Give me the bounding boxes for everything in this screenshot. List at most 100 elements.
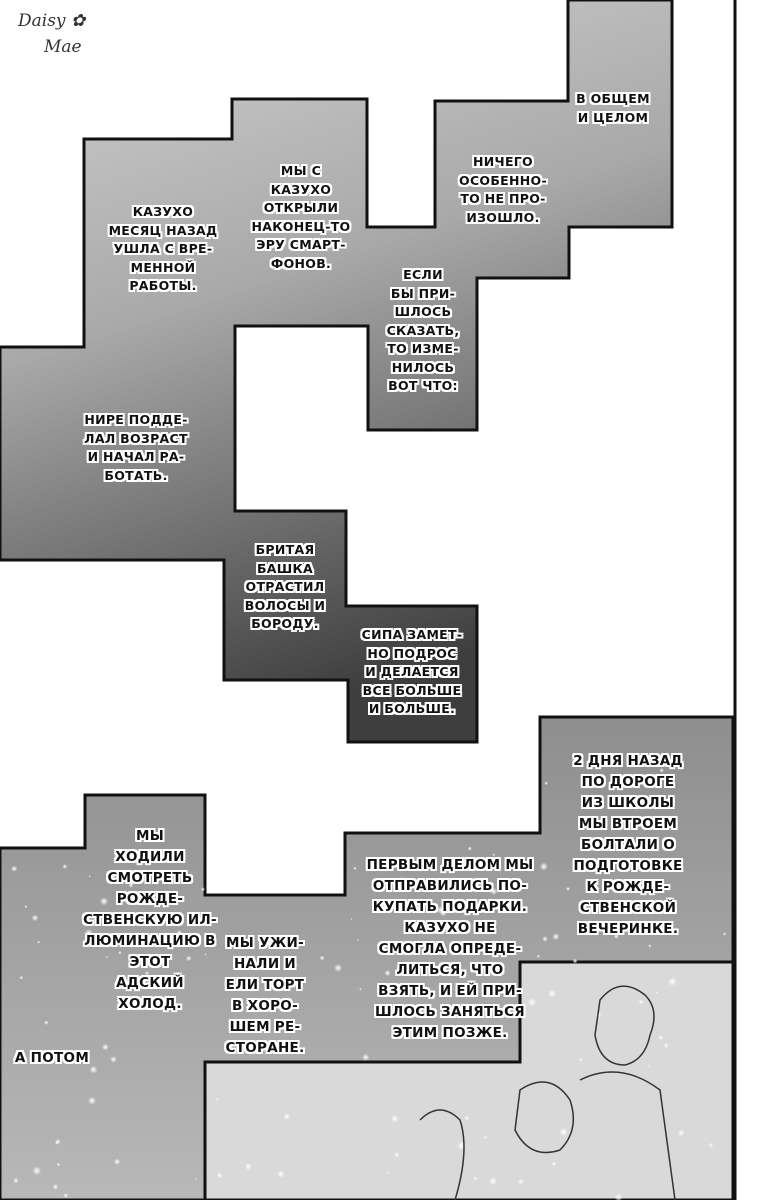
sparkle <box>357 939 360 942</box>
sparkle <box>105 955 109 959</box>
sparkle <box>517 1178 525 1185</box>
sparkle <box>565 886 571 892</box>
sparkle <box>113 1158 121 1165</box>
sparkle <box>13 1177 19 1184</box>
sparkle <box>492 853 496 857</box>
sparkle <box>410 952 414 956</box>
sparkle <box>559 1127 568 1137</box>
sparkle <box>62 864 68 870</box>
sparkle <box>483 1135 488 1140</box>
sparkle <box>390 1114 399 1123</box>
sparkle <box>400 877 404 881</box>
sparkle <box>19 975 24 980</box>
sparkle <box>204 953 207 956</box>
caption-nire: Нире подде- лал возраст и начал ра- бота… <box>84 412 188 483</box>
caption-shaved-head: Бритая башка отрастил волосы и бороду. <box>244 542 326 631</box>
caption-overall: В общем и целом <box>576 91 650 125</box>
sparkle <box>663 1042 669 1049</box>
sparkle <box>552 933 560 941</box>
sparkle <box>386 1171 390 1175</box>
sparkle <box>283 1112 291 1121</box>
sparkle <box>298 852 306 861</box>
caption-smartphones: Мы с Казухо открыли наконец-то эру смарт… <box>251 163 351 271</box>
sparkle <box>469 985 472 988</box>
sparkle <box>353 866 357 871</box>
sparkle <box>54 1138 61 1145</box>
sparkle <box>89 1065 98 1074</box>
sparkle <box>647 1065 650 1068</box>
sparkle <box>658 1035 664 1041</box>
flower-icon: ✿ <box>70 11 86 31</box>
sparkle <box>319 955 325 961</box>
sparkle <box>359 987 362 991</box>
caption-two-days-ago: 2 дня назад по дороге из школы мы втроем… <box>573 753 683 937</box>
sparkle <box>381 991 386 996</box>
sparkle <box>285 1045 293 1053</box>
sparkle <box>185 955 192 962</box>
sparkle <box>266 939 276 949</box>
sparkle <box>216 1097 220 1101</box>
sparkle <box>659 767 665 773</box>
sparkle <box>384 969 391 977</box>
sparkle <box>37 940 41 944</box>
sparkle <box>200 887 206 892</box>
sparkle <box>638 999 644 1005</box>
sparkle <box>43 1020 49 1025</box>
sparkle <box>144 971 150 976</box>
caption-dinner: Мы ужи- нали и ели торт в хоро- шем ре- … <box>225 935 305 1056</box>
sparkle <box>544 781 549 786</box>
caption-illumination: Мы ходили смотреть рожде- ственскую ил- … <box>83 828 217 1012</box>
sparkle <box>488 1177 497 1186</box>
sparkle <box>475 904 484 912</box>
sparkle <box>614 1193 623 1200</box>
sparkle <box>677 1129 685 1137</box>
sparkle <box>467 846 473 851</box>
sparkle <box>393 1152 400 1158</box>
sparkle <box>63 1192 69 1199</box>
sparkle <box>261 998 267 1004</box>
sparkle <box>633 930 637 934</box>
sparkle <box>708 1142 714 1148</box>
sparkle <box>362 1053 370 1062</box>
caption-gifts: Первым делом мы отправились по- купать п… <box>366 857 534 1041</box>
caption-panel-top <box>0 0 674 744</box>
sparkle <box>578 1057 583 1062</box>
sparkle <box>651 883 655 888</box>
sparkle <box>722 932 727 936</box>
caption-kazuho-job: Казухо месяц назад ушла с вре- менной ра… <box>108 204 218 293</box>
sparkle <box>84 928 94 938</box>
caption-sipa: Сипа замет- но подрос и делается все бол… <box>361 627 463 716</box>
caption-nothing-happened: Ничего особенно- то не про- изошло. <box>459 154 547 225</box>
sparkle <box>31 914 39 922</box>
illustration-panel <box>203 960 735 1200</box>
sparkle <box>350 918 353 921</box>
sparkle <box>136 918 142 925</box>
sparkle <box>110 1055 117 1063</box>
sparkle <box>52 1183 59 1190</box>
sparkle <box>473 1176 478 1181</box>
sparkle <box>536 954 541 959</box>
sparkle <box>118 950 122 955</box>
sparkle <box>609 799 612 803</box>
sparkle <box>236 889 240 894</box>
sparkle <box>547 989 557 998</box>
sparkle <box>88 875 91 878</box>
sparkle <box>244 1163 252 1171</box>
sparkle <box>55 1141 59 1145</box>
sparkle <box>128 882 134 888</box>
sparkle <box>334 963 343 973</box>
sparkle <box>162 906 166 909</box>
caption-and-then: А потом <box>14 1050 90 1066</box>
sparkle <box>428 1034 434 1040</box>
sparkle <box>490 887 498 896</box>
sparkle <box>176 929 183 936</box>
sparkle <box>542 936 548 942</box>
sparkle <box>438 928 444 934</box>
sparkle <box>56 1162 61 1167</box>
sparkle <box>655 991 659 995</box>
sparkle <box>667 977 677 987</box>
sparkle <box>293 962 298 967</box>
sparkle <box>216 1172 223 1179</box>
sparkle <box>163 934 166 938</box>
